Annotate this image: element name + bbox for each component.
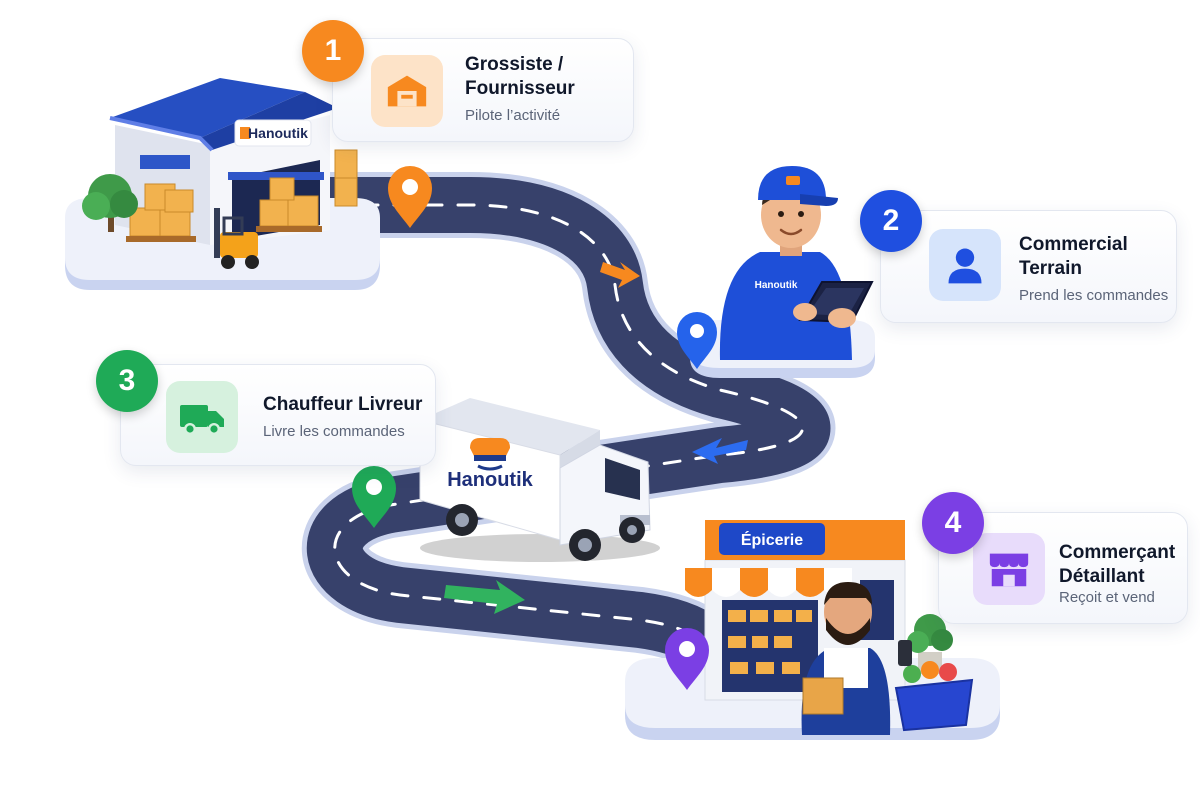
sales-rep-illustration: Hanoutik [690,166,875,378]
user-icon [948,248,982,284]
map-pin-blue-icon [677,312,717,369]
truck-icon [180,405,224,436]
truck-brand-label: Hanoutik [447,469,533,491]
delivery-truck-illustration: Hanoutik [419,398,660,562]
step-1-title: Grossiste / Fournisseur [465,54,575,99]
step-3-title: Chauffeur Livreur [263,394,423,415]
warehouse-icon [387,75,427,107]
step-4-badge: 4 [922,492,984,554]
step-2-badge: 2 [860,190,922,252]
warehouse-illustration: Hanoutik [65,78,380,290]
map-pin-orange-icon [388,166,432,228]
arrow-blue-icon [692,438,748,464]
storefront-icon [989,553,1029,587]
step-2-title: Commercial Terrain [1019,234,1128,279]
step-card-sales-rep: Commercial Terrain Prend les commandes [880,210,1177,323]
step-1-subtitle: Pilote l’activité [465,107,561,124]
shop-sign-label: Épicerie [741,530,803,549]
shirt-brand-label: Hanoutik [755,280,798,291]
grocery-shop-illustration: Épicerie [625,520,1000,740]
step-4-title: Commerçant Détaillant [1059,542,1176,587]
storefront-icon-tile [973,533,1045,605]
map-pin-green-icon [352,466,396,528]
map-pin-purple-icon [665,628,709,690]
truck-icon-tile [166,381,238,453]
step-card-wholesaler: Grossiste / Fournisseur Pilote l’activit… [332,38,634,142]
step-1-badge: 1 [302,20,364,82]
arrow-green-icon [444,580,525,614]
warehouse-brand-label: Hanoutik [248,125,308,141]
warehouse-icon-tile [371,55,443,127]
delivery-road [297,172,835,708]
step-card-driver: Chauffeur Livreur Livre les commandes [120,364,436,466]
arrow-orange-icon [600,262,640,288]
step-2-subtitle: Prend les commandes [1019,287,1169,304]
user-icon-tile [929,229,1001,301]
step-4-subtitle: Reçoit et vend [1059,589,1155,606]
step-3-subtitle: Livre les commandes [263,423,405,440]
step-3-badge: 3 [96,350,158,412]
